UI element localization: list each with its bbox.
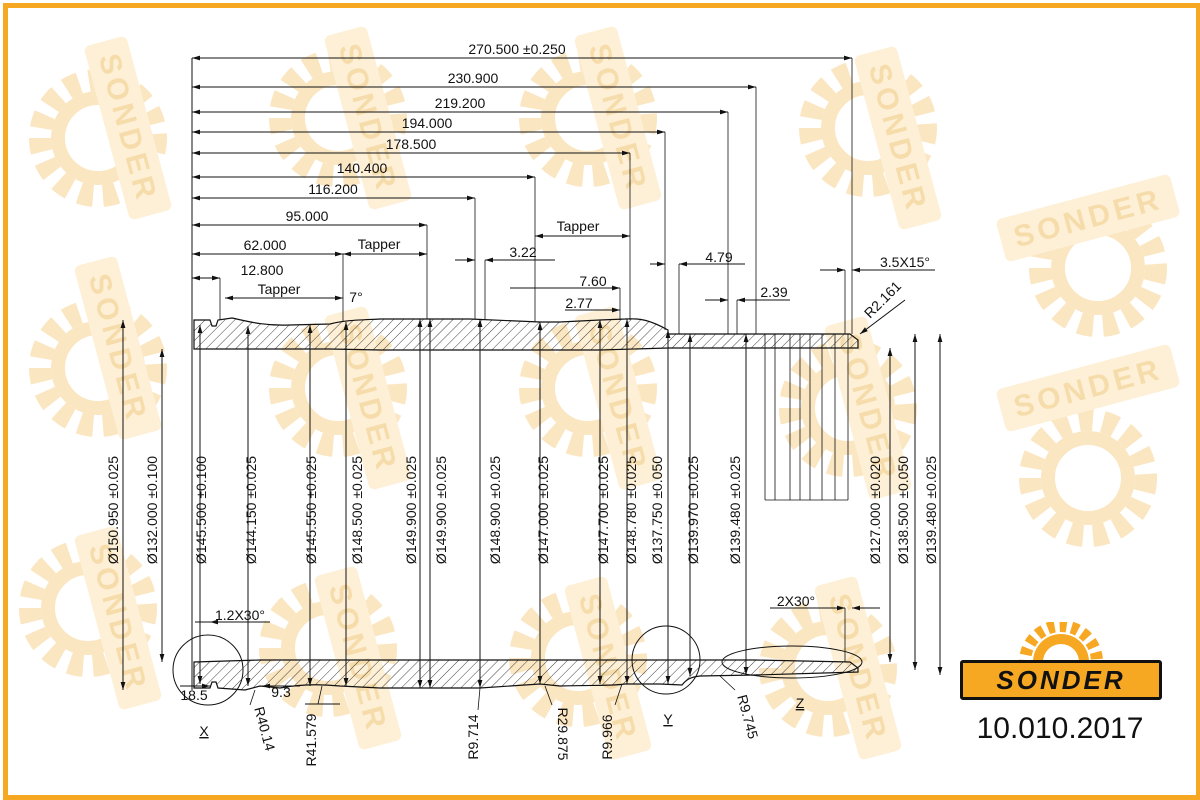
dim-length-230: 230.900 <box>448 70 499 86</box>
radius-r9-745: R9.745 <box>734 693 761 741</box>
dim-length-140: 140.400 <box>337 160 388 176</box>
dim-radius-top: R2.161 <box>861 278 904 321</box>
drawing-frame <box>3 3 1200 800</box>
diameter-label-5: Ø148.500 ±0.025 <box>349 456 365 564</box>
upper-wall-section <box>193 317 859 351</box>
diameter-label-7: Ø149.900 ±0.025 <box>433 456 449 564</box>
radius-r9-966: R9.966 <box>599 714 615 759</box>
logo-wordmark: SONDER <box>996 664 1126 695</box>
diameter-label-2: Ø145.500 ±0.100 <box>193 456 209 564</box>
dim-len-93: 9.3 <box>271 684 291 700</box>
dim-length-95: 95.000 <box>286 208 329 224</box>
dim-length-116: 116.200 <box>308 181 358 197</box>
detail-markers: X Y Z <box>172 625 863 739</box>
radius-labels: R40.14 R41.579 R9.714 R29.875 R9.966 R9.… <box>249 675 761 766</box>
dim-chamfer-z: 2X30° <box>777 593 815 609</box>
dim-angle-7: 7° <box>349 289 362 305</box>
radius-r9-714: R9.714 <box>465 714 481 759</box>
detail-circle-x <box>172 634 244 706</box>
brand-logo: SONDER <box>960 622 1162 708</box>
dim-length-194: 194.000 <box>402 115 453 131</box>
dim-chamfer-top: 3.5X15° <box>880 254 930 270</box>
dim-len-322: 3.22 <box>509 244 536 260</box>
dim-len-277: 2.77 <box>565 295 592 311</box>
label-tapper-1: Tapper <box>258 281 301 297</box>
diameter-label-9: Ø147.000 ±0.025 <box>535 456 551 564</box>
diameter-dimensions: Ø150.950 ±0.025 Ø132.000 ±0.100 Ø145.500 ±… <box>105 319 943 690</box>
dim-len-185: 18.5 <box>180 687 207 703</box>
label-tapper-2: Tapper <box>358 236 401 252</box>
length-dimensions <box>180 55 935 705</box>
diameter-label-10: Ø147.700 ±0.025 <box>595 456 611 564</box>
part-number: 10.010.2017 <box>976 712 1144 745</box>
detail-label-y: Y <box>663 711 673 727</box>
dim-len-479: 4.79 <box>705 249 732 265</box>
radius-r29: R29.875 <box>555 708 571 761</box>
diameter-label-4: Ø145.550 ±0.025 <box>303 456 319 564</box>
diameter-label-1: Ø132.000 ±0.100 <box>144 456 160 564</box>
radius-r40: R40.14 <box>251 705 278 753</box>
dim-len-239: 2.39 <box>760 284 787 300</box>
spline-slots <box>764 334 849 501</box>
dim-length-62: 62.000 <box>244 237 287 253</box>
dim-length-total: 270.500 ±0.250 <box>468 41 565 57</box>
diameter-label-17: Ø139.480 ±0.025 <box>923 456 939 564</box>
diameter-label-15: Ø127.000 ±0.020 <box>867 456 883 564</box>
detail-label-x: X <box>199 723 209 739</box>
diameter-label-11: Ø148.780 ±0.025 <box>623 456 639 564</box>
label-tapper-3: Tapper <box>557 218 600 234</box>
detail-label-z: Z <box>796 695 805 711</box>
diameter-label-14: Ø139.480 ±0.025 <box>727 456 743 564</box>
detail-ellipse-z <box>721 645 863 679</box>
diameter-label-13: Ø139.970 ±0.025 <box>685 456 701 564</box>
length-labels: 270.500 ±0.250 230.900 219.200 194.000 1… <box>180 41 930 703</box>
logo-badge: SONDER <box>960 660 1162 700</box>
radius-r41: R41.579 <box>303 713 319 766</box>
dim-length-219: 219.200 <box>435 95 486 111</box>
diameter-label-8: Ø148.900 ±0.025 <box>487 456 503 564</box>
diameter-label-6: Ø149.900 ±0.025 <box>403 456 419 564</box>
dim-chamfer-x: 1.2X30° <box>215 607 265 623</box>
dim-length-178: 178.500 <box>386 136 437 152</box>
diameter-label-0: Ø150.950 ±0.025 <box>105 456 121 564</box>
detail-circle-y <box>631 625 701 695</box>
diameter-label-16: Ø138.500 ±0.050 <box>895 456 911 564</box>
diameter-label-3: Ø144.150 ±0.025 <box>243 456 259 564</box>
diameter-label-12: Ø137.750 ±0.050 <box>649 456 665 564</box>
dim-len-760: 7.60 <box>579 273 606 289</box>
dim-length-12: 12.800 <box>241 262 284 278</box>
